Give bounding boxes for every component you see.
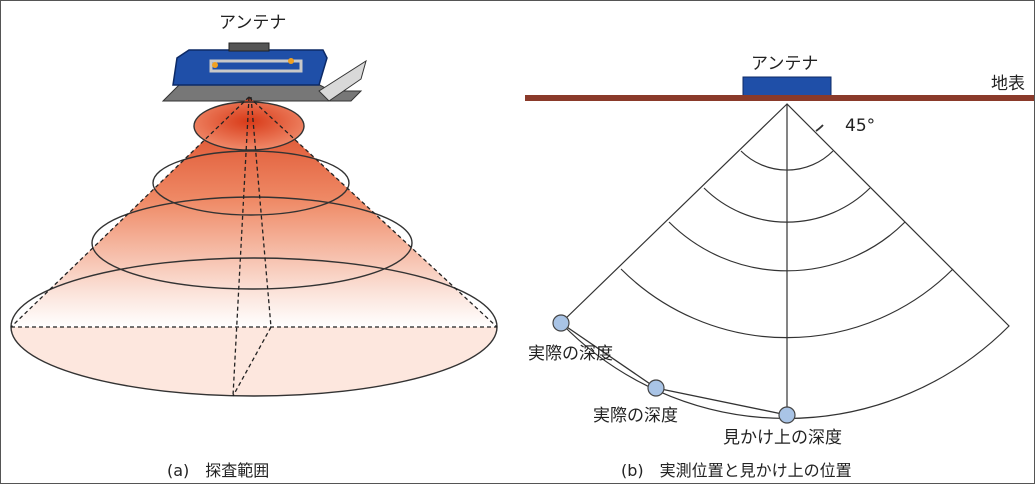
- panel-b-antenna-label: アンテナ: [751, 54, 818, 74]
- actual-depth-label-2: 実際の深度: [593, 406, 678, 426]
- panel-a: アンテナ (a) 探査範囲: [10, 13, 498, 480]
- radar-fan: [560, 103, 1010, 420]
- apparent-depth-point: [778, 406, 796, 424]
- angle-label: 45°: [845, 116, 875, 136]
- beam-cone: [10, 96, 498, 397]
- ground-surface-label: 地表: [991, 74, 1025, 94]
- panel-b-antenna-block: [742, 76, 832, 98]
- panel-b: アンテナ 地表 45° 実際の深度 実際の深度 見かけ上の深度 (b) 実測位置…: [525, 54, 1034, 480]
- antenna-device-icon: [161, 42, 367, 102]
- actual-depth-label-1: 実際の深度: [528, 344, 613, 364]
- panel-b-caption: (b) 実測位置と見かけ上の位置: [621, 461, 852, 480]
- actual-depth-point-1: [552, 314, 570, 332]
- actual-depth-point-2: [647, 379, 665, 397]
- ground-surface-line: [525, 95, 1034, 101]
- panel-a-caption: (a) 探査範囲: [167, 461, 269, 480]
- panel-a-antenna-label: アンテナ: [219, 13, 286, 33]
- apparent-depth-label: 見かけ上の深度: [723, 428, 842, 448]
